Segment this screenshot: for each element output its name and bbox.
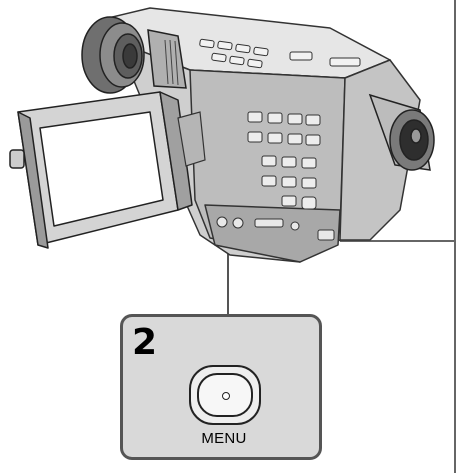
button-dot-icon [222, 392, 230, 400]
lcd-hinge [177, 111, 206, 167]
menu-button-label: MENU [201, 430, 247, 447]
side-panel-buttons [247, 111, 321, 210]
top-buttons [199, 38, 361, 69]
viewfinder [368, 93, 435, 171]
button-inset: 2 MENU [120, 314, 322, 460]
lens [81, 16, 187, 94]
bottom-buttons [216, 216, 335, 241]
focus-ring [164, 39, 179, 86]
step-number: 2 [132, 322, 158, 363]
menu-button-face [197, 373, 253, 417]
lcd-panel [9, 91, 193, 249]
menu-button[interactable] [189, 365, 261, 425]
